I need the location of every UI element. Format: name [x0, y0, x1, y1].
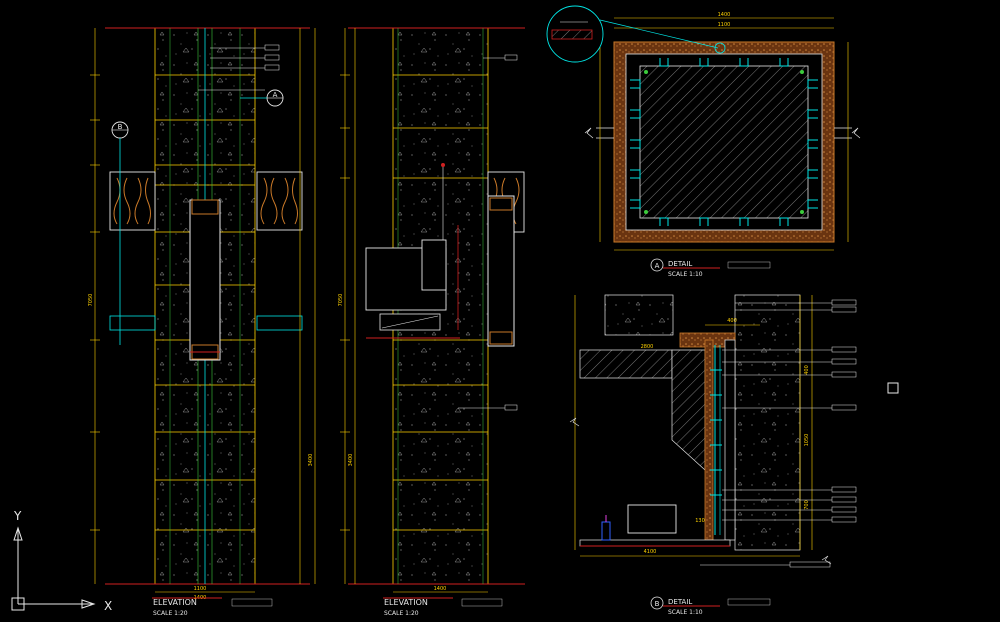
detail-b-leaders	[700, 299, 857, 568]
svg-text:B: B	[118, 123, 123, 131]
detail-a-dim-top-a: 1400	[718, 12, 731, 18]
detail-b-stone-upper	[604, 294, 674, 336]
detail-b-dim-mid: 2800	[641, 344, 654, 350]
elevation-right[interactable]: 1400 7050 3400 ELEVATION SCALE 1:20	[338, 27, 525, 617]
svg-text:DETAIL: DETAIL	[668, 598, 692, 606]
detail-a[interactable]: 1400 1100 A DETAIL SCALE 1:10	[546, 5, 861, 278]
pickbox-cursor	[887, 382, 899, 394]
section-marker-a[interactable]: A	[240, 89, 284, 107]
elevation-left[interactable]: 1100 1400 7050 3400 B A ELEVATION SCA	[88, 27, 316, 617]
detail-b-dim-lines	[574, 295, 813, 557]
detail-b-dim-lower: 130	[695, 518, 705, 524]
detail-a-dim-top-b: 1100	[718, 22, 731, 28]
detail-a-core-hatch	[639, 65, 809, 219]
svg-text:A: A	[273, 91, 278, 99]
svg-text:ELEVATION: ELEVATION	[384, 598, 428, 607]
elevation-right-leaders	[458, 54, 518, 411]
elevation-left-dim-bottom-a: 1100	[194, 586, 207, 592]
svg-text:DETAIL: DETAIL	[668, 260, 692, 268]
elevation-right-title: ELEVATION SCALE 1:20	[383, 597, 503, 617]
elevation-left-dim-side-mid: 3400	[308, 454, 314, 467]
detail-b-beam-hatch	[671, 349, 706, 471]
elevation-right-dim-bottom: 1400	[434, 586, 447, 592]
elevation-left-leaders	[198, 44, 280, 91]
elevation-left-title: ELEVATION SCALE 1:20	[152, 597, 273, 617]
elevation-right-joint-lines	[393, 74, 488, 531]
elevation-left-dim-side-total: 7050	[88, 294, 94, 307]
elevation-right-equipment-box	[365, 239, 460, 339]
detail-b-dim-bottom: 4100	[644, 549, 657, 555]
ucs-y-label: Y	[13, 509, 22, 523]
detail-b-stone-right	[734, 294, 801, 551]
section-marker-b[interactable]: B	[111, 121, 129, 345]
svg-text:B: B	[655, 600, 660, 608]
detail-a-title: A DETAIL SCALE 1:10	[650, 258, 771, 278]
detail-a-brackets	[630, 58, 818, 226]
detail-b-dim-right-a: 400	[804, 365, 810, 375]
elevation-right-dim-side-mid: 3400	[348, 454, 354, 467]
detail-b-dim-right-c: 700	[804, 500, 810, 510]
detail-a-dim-lines	[599, 17, 849, 251]
svg-text:SCALE 1:10: SCALE 1:10	[668, 609, 703, 616]
detail-a-bolts	[644, 70, 804, 214]
detail-b[interactable]: 400 400 1050 700 130 4100 2800 B D	[569, 294, 857, 616]
ucs-x-label: X	[104, 599, 112, 613]
elevation-left-column	[189, 199, 221, 361]
svg-text:SCALE 1:20: SCALE 1:20	[153, 610, 188, 617]
elevation-left-railing-right	[256, 171, 303, 331]
elevation-right-dim-lines	[340, 28, 488, 593]
detail-b-facade	[679, 332, 736, 541]
detail-b-break-marks	[569, 417, 832, 565]
elevation-right-dim-side-total: 7050	[338, 294, 344, 307]
svg-text:ELEVATION: ELEVATION	[153, 598, 197, 607]
elevation-right-column	[487, 171, 525, 347]
svg-text:SCALE 1:20: SCALE 1:20	[384, 610, 419, 617]
detail-b-slab	[579, 349, 673, 379]
detail-b-floor	[579, 539, 731, 547]
svg-text:A: A	[655, 262, 660, 270]
detail-a-callout-bubble	[546, 5, 726, 63]
detail-a-wall-stubs	[584, 127, 861, 139]
detail-b-fixture	[601, 515, 611, 541]
elevation-left-dim-lines	[90, 28, 316, 593]
detail-b-dim-top: 400	[727, 318, 737, 324]
svg-text:SCALE 1:10: SCALE 1:10	[668, 271, 703, 278]
ucs-icon: Y X	[11, 509, 112, 613]
elevation-left-railing-left	[109, 171, 156, 331]
detail-b-dim-right-b: 1050	[804, 434, 810, 447]
detail-b-title: B DETAIL SCALE 1:10	[650, 596, 771, 616]
detail-b-pipe-box	[627, 504, 677, 534]
